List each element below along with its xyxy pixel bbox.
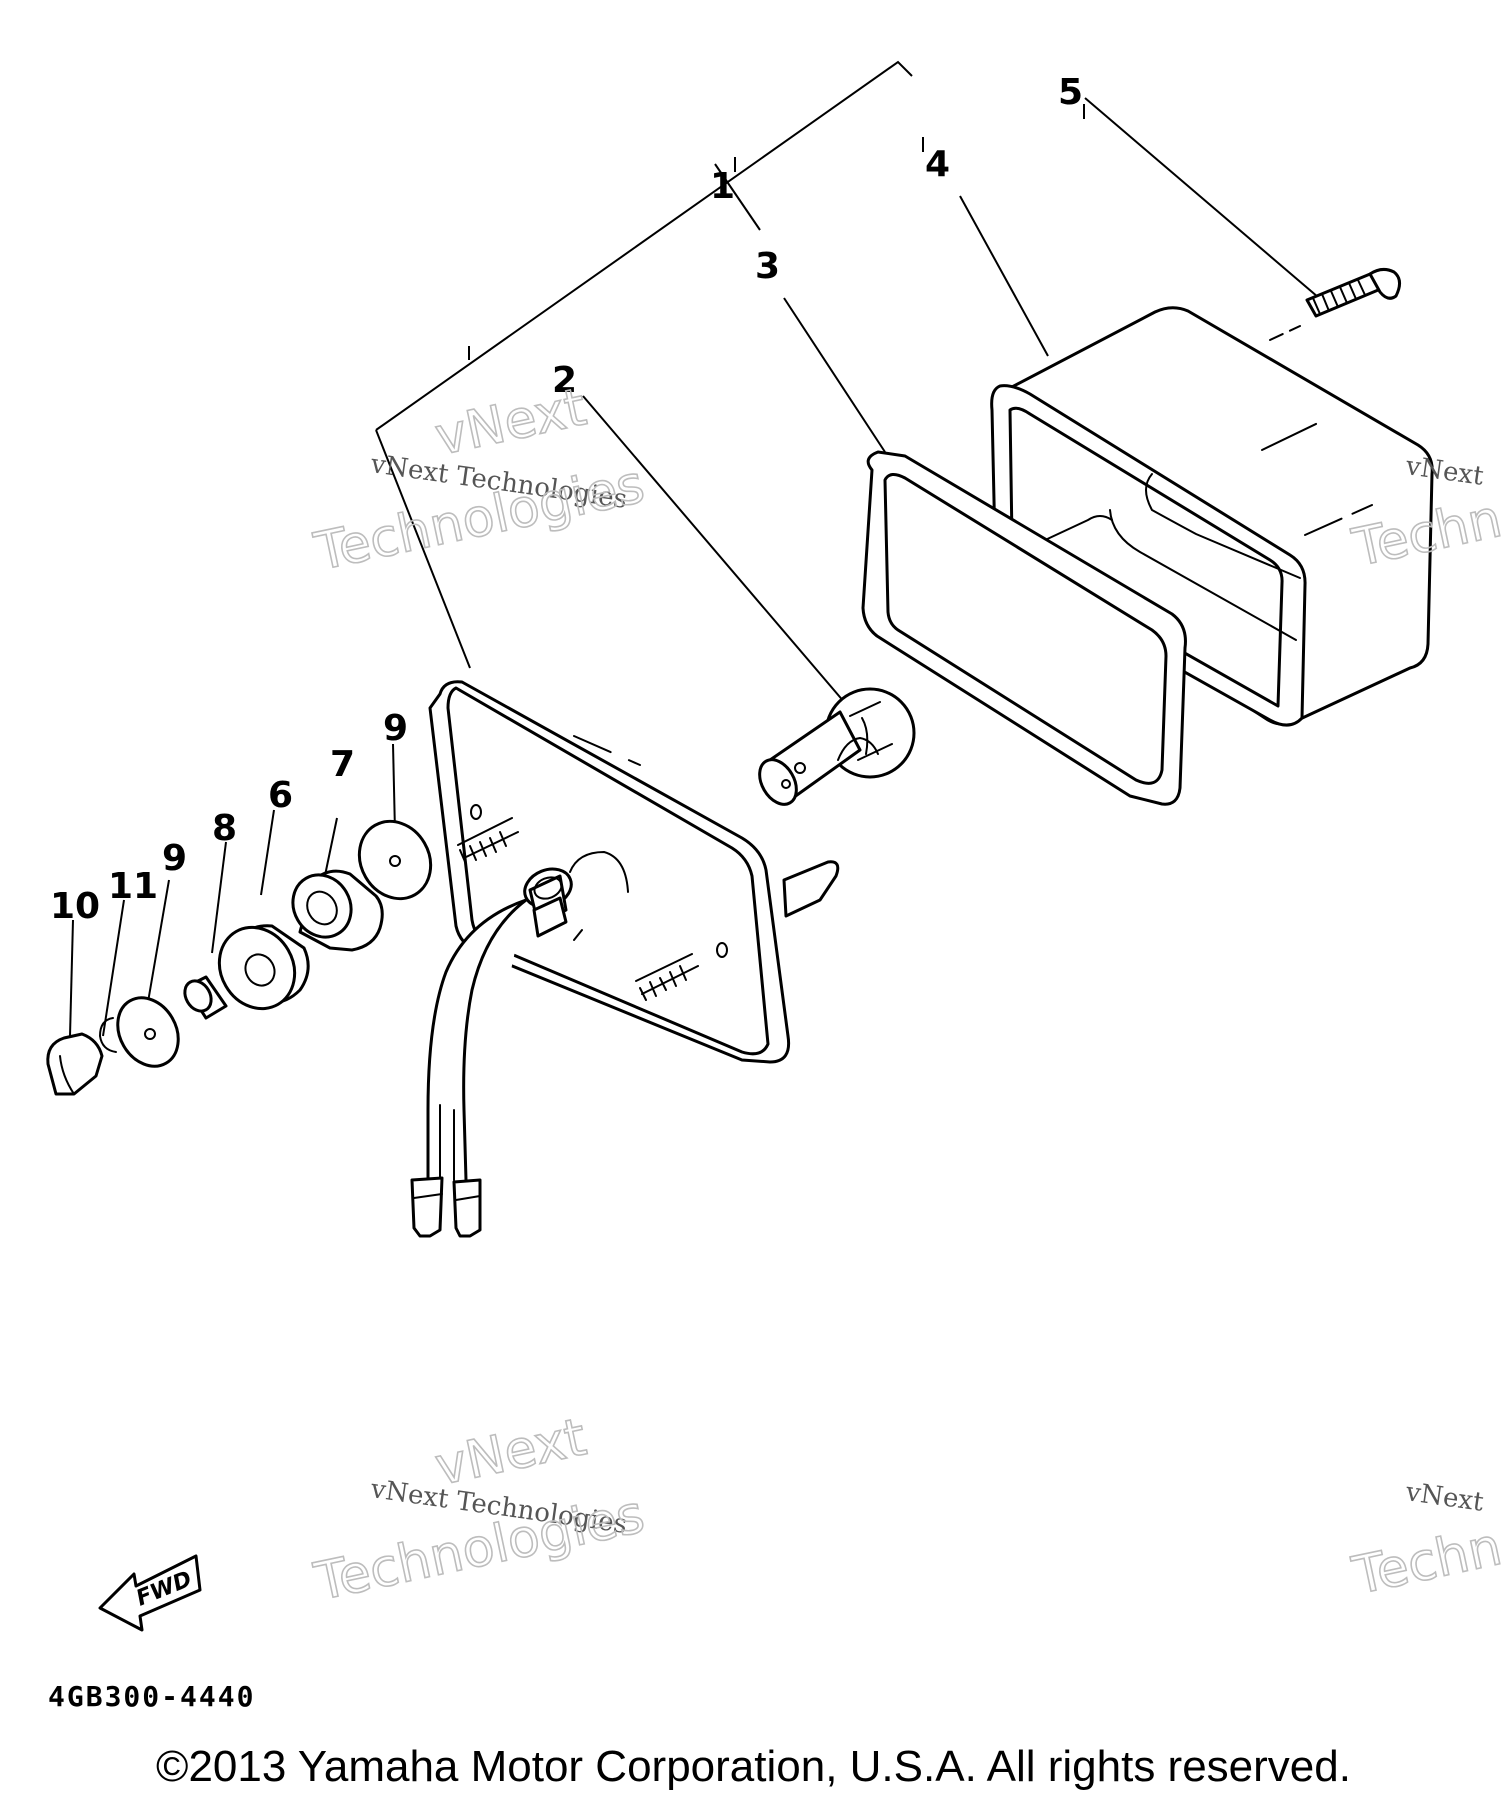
callout-7: 7 [330, 744, 355, 785]
callout-1: 1 [710, 166, 735, 207]
screw-part [1269, 267, 1401, 341]
watermark-big-4: Techn [1347, 1517, 1507, 1607]
callout-6: 6 [268, 775, 293, 816]
gasket-part [861, 450, 1187, 806]
callout-4: 4 [925, 144, 950, 185]
base-part [428, 680, 840, 1064]
callout-2: 2 [552, 360, 577, 401]
wire-leads [410, 898, 528, 1238]
diagram-code: 4GB300-4440 [48, 1680, 255, 1713]
watermark-serif-4: vNext [1403, 1477, 1486, 1518]
copyright-notice: ©2013 Yamaha Motor Corporation, U.S.A. A… [156, 1742, 1351, 1791]
callout-labels: 1 2 3 4 5 6 7 8 9 9 10 11 [50, 72, 1083, 927]
callout-11: 11 [108, 866, 158, 907]
callout-5: 5 [1058, 72, 1083, 113]
hardware-parts [46, 819, 433, 1096]
leader-lines [69, 60, 1326, 1037]
callout-3: 3 [755, 246, 780, 287]
bulb-part [758, 687, 916, 806]
callout-9b: 9 [162, 838, 187, 879]
fwd-arrow-icon: FWD [98, 1554, 202, 1632]
callout-8: 8 [212, 808, 237, 849]
watermark-big-2a: vNext [430, 1407, 591, 1497]
callout-10: 10 [50, 886, 100, 927]
watermark-big-1a: vNext [430, 377, 591, 467]
lens-part [990, 306, 1434, 727]
callout-9a: 9 [383, 708, 408, 749]
